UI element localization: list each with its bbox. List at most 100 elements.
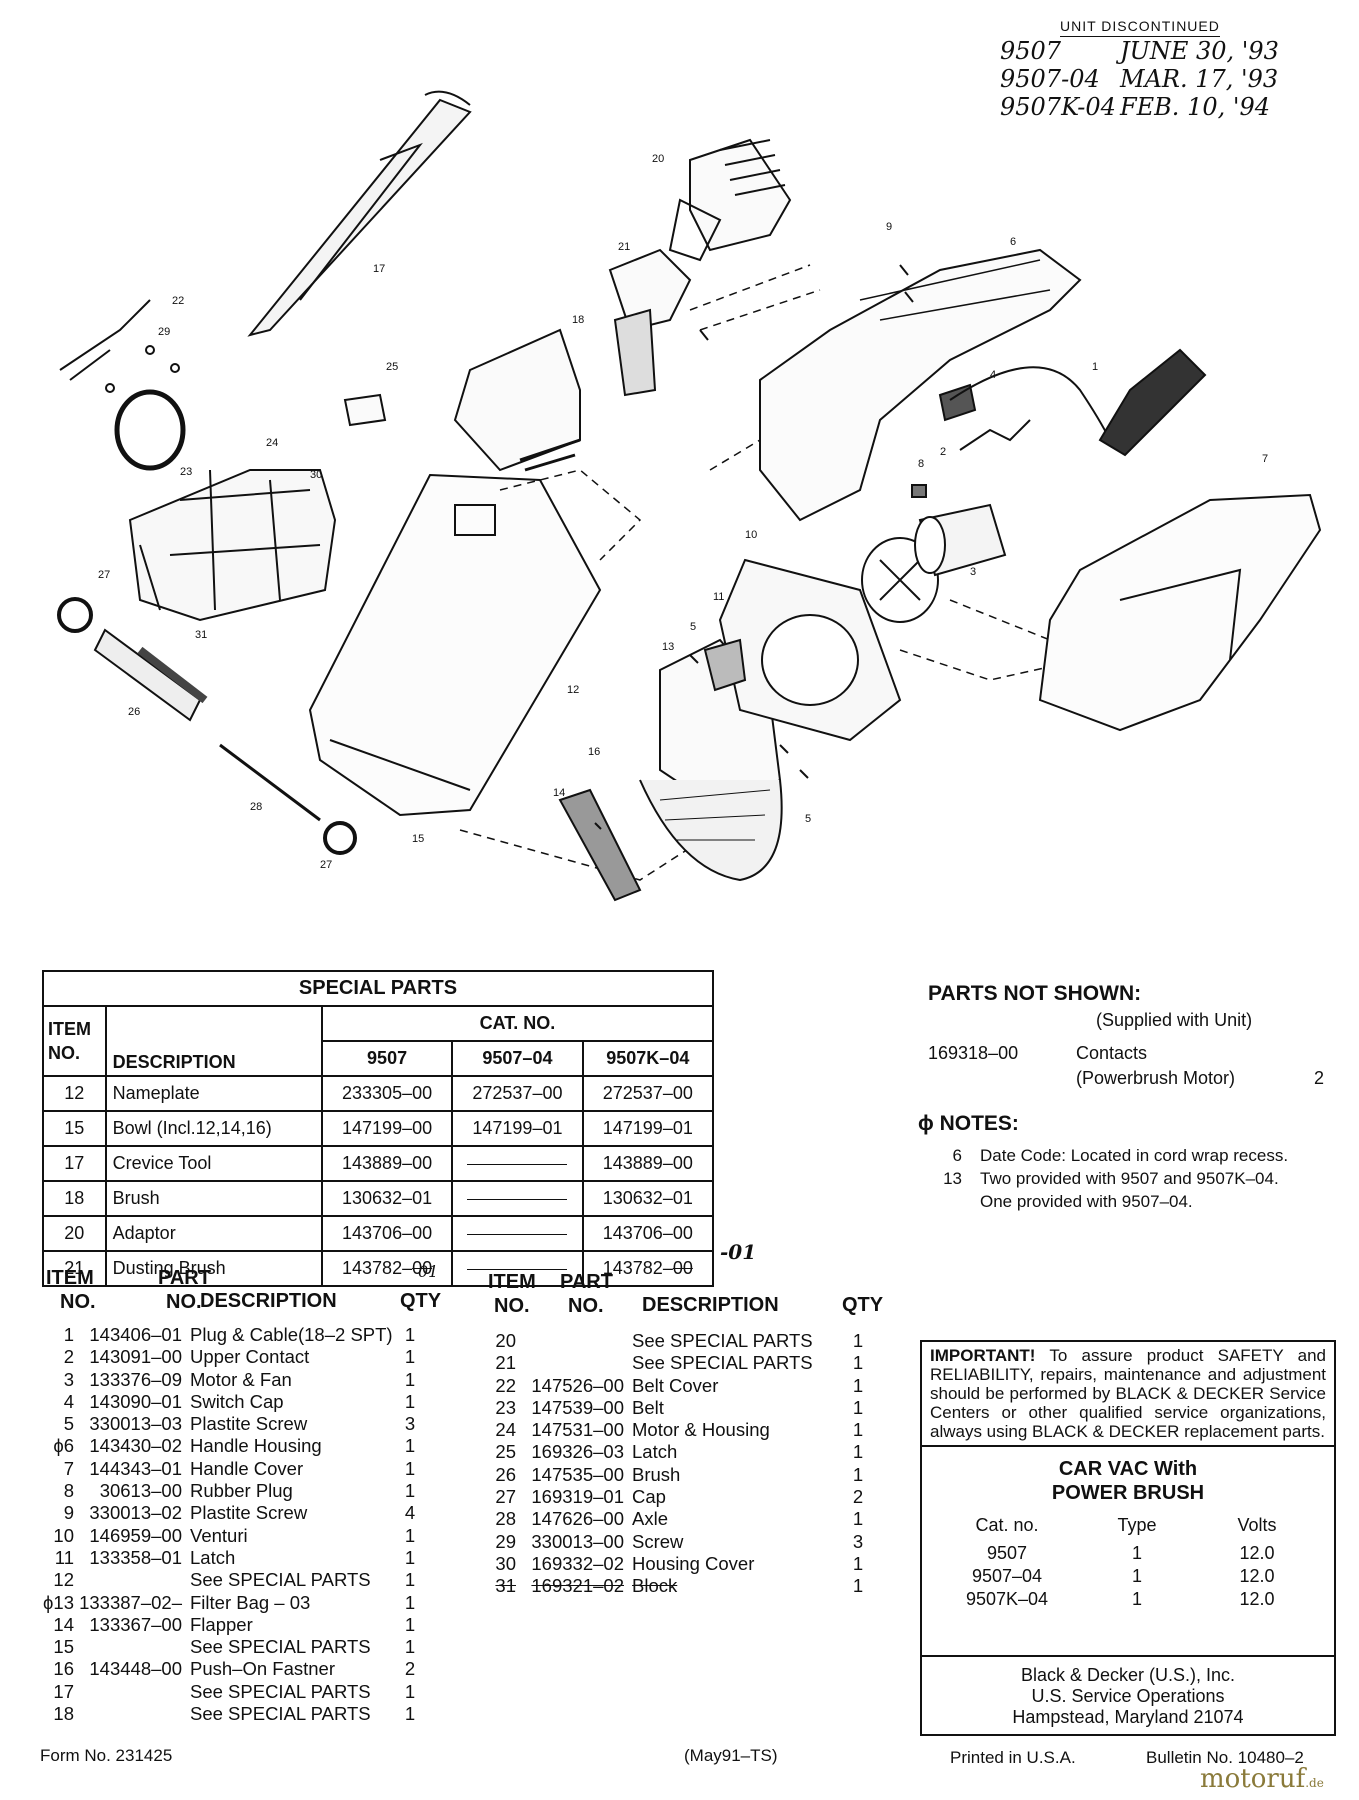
part-item-no: 8 (63, 1480, 74, 1502)
part-item-no: 30 (495, 1552, 516, 1574)
footer-printed: Printed in U.S.A. (950, 1748, 1076, 1767)
sp-item: 17 (42, 1145, 107, 1182)
important-notice: IMPORTANT! To assure product SAFETY and … (922, 1342, 1334, 1447)
part-qty: 1 (852, 1441, 864, 1463)
diagram-callout: 31 (195, 629, 207, 641)
diagram-callout: 16 (588, 746, 600, 758)
part-qty: 1 (852, 1374, 864, 1396)
part-item-no: 4 (63, 1390, 74, 1412)
part-col-header-right: PART NO. (560, 1270, 613, 1318)
discontinued-date: FEB. 10, '94 (1120, 93, 1270, 121)
sp-cat-no: 143706–00 (320, 1215, 454, 1252)
discontinued-model: 9507-04 (1000, 65, 1100, 93)
part-description: Brush (632, 1463, 681, 1485)
company-line-2: U.S. Service Operations (1031, 1686, 1225, 1706)
part-qty: 1 (404, 1569, 416, 1591)
part-number: 133367–00 (89, 1613, 182, 1635)
diagram-callout: 9 (886, 221, 892, 233)
part-description: Filter Bag – 03 (190, 1591, 311, 1613)
part-number: 147626–00 (531, 1508, 624, 1530)
part-number: 133358–01 (89, 1546, 182, 1568)
model-header: 9507 (320, 1040, 454, 1077)
part-item-no: 20 (495, 1330, 516, 1351)
sp-cat-value: 147199–01 (602, 1118, 693, 1138)
part-number: 169332–02 (531, 1552, 624, 1574)
part-description: Plastite Screw (190, 1502, 308, 1524)
sp-empty-dash (467, 1198, 568, 1200)
diagram-callout: 26 (128, 706, 140, 718)
sp-item: 12 (42, 1075, 107, 1112)
part-qty: 1 (404, 1324, 416, 1345)
part-qty: 1 (404, 1390, 416, 1412)
part-qty: 3 (852, 1530, 864, 1552)
sp-cat-no: 143782–00 (581, 1250, 715, 1287)
part-item-no: 1 (63, 1324, 74, 1345)
parts-not-shown-row: 169318–00 Contacts (Powerbrush Motor) 2 (928, 1043, 1348, 1089)
special-parts-table: SPECIAL PARTS ITEM NO. DESCRIPTION CAT. … (42, 970, 715, 1287)
part-number: 147526–00 (531, 1374, 624, 1396)
part-qty: 4 (404, 1502, 416, 1524)
part-description: Belt (632, 1396, 664, 1418)
exploded-parts-diagram: 1234556789101112131415161718202122232425… (57, 90, 1322, 902)
part-qty: 1 (404, 1457, 416, 1479)
part-item-no: 26 (495, 1463, 516, 1485)
qty-col-header: QTY (400, 1290, 442, 1312)
diagram-callout: 12 (567, 684, 579, 696)
product-cell: 1 (1131, 1566, 1142, 1586)
part-qty: 1 (404, 1524, 416, 1546)
part-qty: 2 (852, 1486, 864, 1508)
item-col-header-right: ITEM NO. (488, 1270, 536, 1318)
qty-col-header-right: QTY (842, 1294, 884, 1316)
sp-cat-no: 233305–00 (320, 1075, 454, 1112)
part-qty: 1 (404, 1680, 416, 1702)
diagram-callout: 8 (918, 458, 924, 470)
sp-cat-value: 143706–00 (602, 1223, 693, 1243)
discontinued-model: 9507 (1000, 37, 1062, 65)
hand-note-01: 01 (418, 1262, 439, 1281)
diagram-callout: 24 (266, 437, 278, 449)
sp-cat-value: 130632–01 (342, 1188, 433, 1208)
part-description: Belt Cover (632, 1374, 719, 1396)
parts-not-shown: PARTS NOT SHOWN: (Supplied with Unit) 16… (928, 982, 1348, 1089)
diagram-callout: 1 (1092, 361, 1098, 373)
part-number: 330013–02 (89, 1502, 182, 1524)
part-item-no: 12 (53, 1569, 74, 1591)
sp-cat-struck: 00 (672, 1258, 693, 1278)
part-description: Push–On Fastner (190, 1658, 335, 1680)
description-col-header-right: DESCRIPTION (642, 1294, 779, 1316)
part-item-no: 23 (495, 1396, 516, 1418)
part-qty: 1 (852, 1419, 864, 1441)
model-header: 9507–04 (451, 1040, 584, 1077)
notes-title: ϕ NOTES: (918, 1112, 1019, 1135)
part-number: 169326–03 (531, 1441, 624, 1463)
part-item-no: 27 (495, 1486, 516, 1508)
sp-cat-no: 147199–00 (320, 1110, 454, 1147)
sp-cat-struck: 00 (412, 1258, 433, 1278)
watermark-tld: .de (1305, 1776, 1324, 1790)
note-text: Date Code: Located in cord wrap recess. (980, 1146, 1289, 1165)
watermark-text: motoruf (1200, 1764, 1306, 1794)
parts-not-shown-title: PARTS NOT SHOWN: (928, 982, 1142, 1005)
product-cell: 1 (1131, 1589, 1142, 1609)
part-item-no: 31 (495, 1575, 516, 1597)
part-number (74, 1681, 182, 1703)
description-header: DESCRIPTION (104, 1005, 323, 1077)
product-title-2: POWER BRUSH (1051, 1482, 1205, 1504)
diagram-callout: 17 (373, 263, 385, 275)
part-description: Venturi (190, 1524, 248, 1546)
